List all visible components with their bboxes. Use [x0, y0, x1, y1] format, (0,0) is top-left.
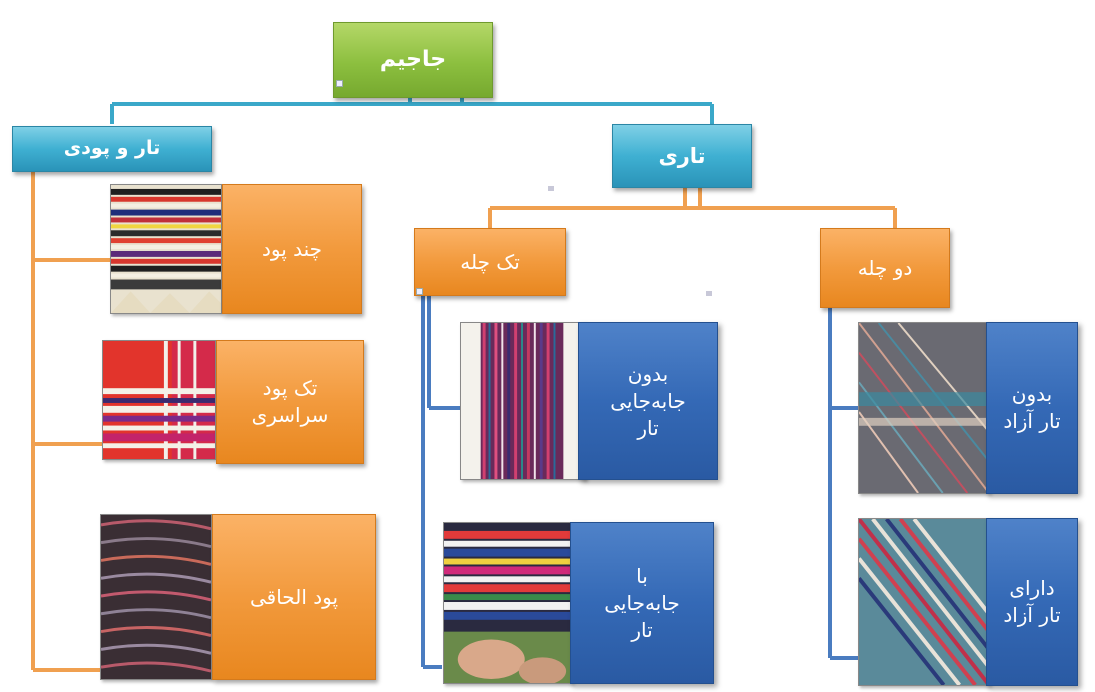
textile-photo-daraye-tar-azad: [858, 518, 990, 686]
bullet-marker: [706, 291, 712, 296]
node-tak-cheleh-label: تک چله: [460, 249, 520, 274]
node-tari-label: تاری: [658, 143, 706, 168]
bullet-marker: [416, 288, 423, 295]
bullet-marker: [336, 80, 343, 87]
textile-photo-bedun-jabejaei: [460, 322, 586, 480]
textile-photo-ba-jabejaei: [443, 522, 573, 684]
orange-right-connectors: [488, 188, 897, 228]
root-node-label: جاجیم: [379, 47, 447, 73]
node-bedun-jabejaei-tar-label: بدون جابه‌جایی تار: [610, 361, 686, 440]
node-bedun-tar-azad: بدون تار آزاد: [986, 322, 1078, 494]
textile-photo-tak-pod-sarasari: [102, 340, 216, 460]
textile-photo-pod-elhaghi: [100, 514, 212, 680]
blue-connectors: [421, 296, 858, 669]
node-do-cheleh: دو چله: [820, 228, 950, 308]
node-daraye-tar-azad: دارای تار آزاد: [986, 518, 1078, 686]
node-tak-pod-sarasari: تک پود سراسری: [216, 340, 364, 464]
node-tari: تاری: [612, 124, 752, 188]
node-ba-jabejaei-tar-label: با جابه‌جایی تار: [604, 563, 680, 642]
root-node-jajim: جاجیم: [333, 22, 493, 98]
node-daraye-tar-azad-label: دارای تار آزاد: [1003, 576, 1061, 627]
node-chand-pod: چند پود: [222, 184, 362, 314]
node-bedun-tar-azad-label: بدون تار آزاد: [1003, 382, 1061, 433]
node-pod-elhaghi: پود الحاقی: [212, 514, 376, 680]
node-ba-jabejaei-tar: با جابه‌جایی تار: [570, 522, 714, 684]
node-pod-elhaghi-label: پود الحاقی: [249, 584, 339, 609]
textile-photo-bedun-tar-azad: [858, 322, 990, 494]
node-tak-cheleh: تک چله: [414, 228, 566, 296]
node-bedun-jabejaei-tar: بدون جابه‌جایی تار: [578, 322, 718, 480]
cyan-connectors: [110, 98, 714, 124]
bullet-marker: [548, 186, 554, 191]
node-chand-pod-label: چند پود: [261, 236, 323, 261]
node-tar-o-podi: تار و پودی: [12, 126, 212, 172]
node-tak-pod-sarasari-label: تک پود سراسری: [251, 376, 329, 427]
node-tar-o-podi-label: تار و پودی: [63, 137, 161, 160]
textile-photo-chand-pod: [110, 184, 222, 314]
node-do-cheleh-label: دو چله: [857, 255, 913, 280]
orange-left-connectors: [31, 172, 110, 672]
